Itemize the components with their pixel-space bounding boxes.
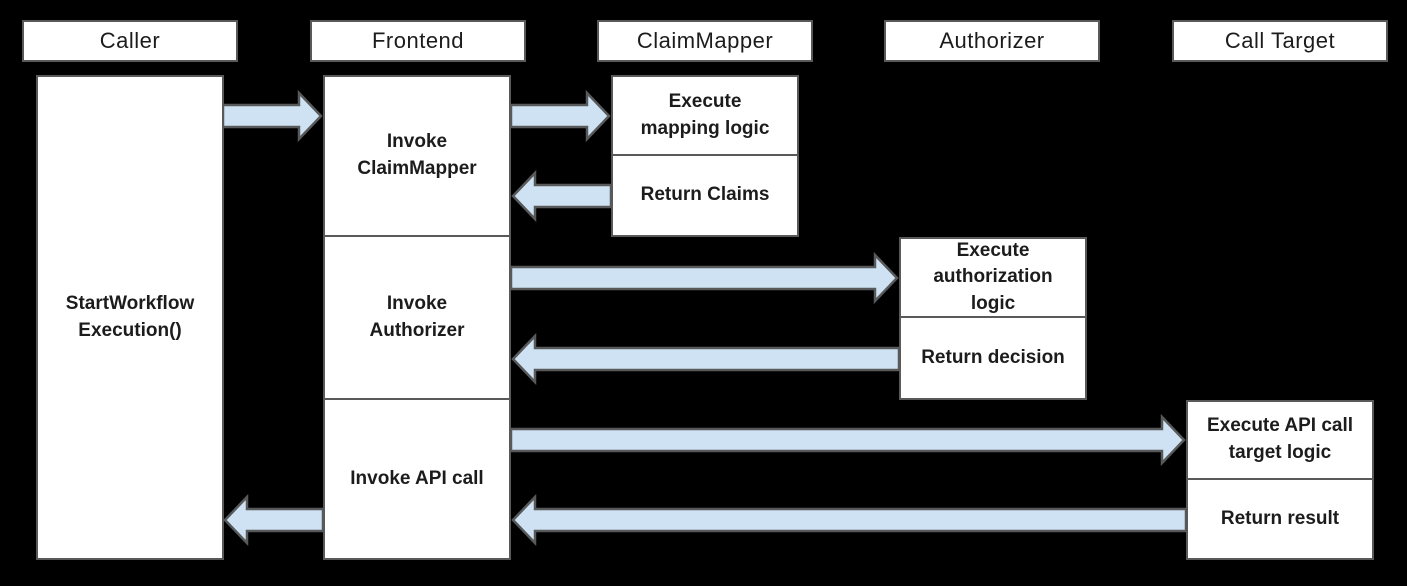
arrow-frontend-to-authorizer — [509, 251, 899, 305]
lane-header-calltarget-label: Call Target — [1224, 28, 1336, 53]
lane-header-caller: Caller — [22, 20, 238, 62]
step-authorizer-execute-authorization-logic: Execute authorization logic — [899, 237, 1087, 318]
activation-caller-startworkflowexecution: StartWorkflow Execution() — [36, 75, 224, 560]
lane-header-claimmapper: ClaimMapper — [597, 20, 813, 62]
step-calltarget-execute-label: Execute API call target logic — [1206, 415, 1354, 463]
step-frontend-invoke-authorizer-label: Invoke Authorizer — [369, 292, 465, 341]
step-claimmapper-execute-mapping-logic: Execute mapping logic — [611, 75, 799, 156]
arrow-frontend-return-to-caller — [223, 493, 325, 547]
step-authorizer-return-label: Return decision — [921, 346, 1065, 368]
lane-header-calltarget: Call Target — [1172, 20, 1388, 62]
step-calltarget-execute-api-call-target-logic: Execute API call target logic — [1186, 400, 1374, 480]
step-claimmapper-return-claims: Return Claims — [611, 154, 799, 237]
arrow-caller-to-frontend — [221, 89, 323, 143]
lane-header-frontend-label: Frontend — [371, 28, 465, 53]
lane-header-authorizer: Authorizer — [884, 20, 1100, 62]
step-authorizer-execute-label: Execute authorization logic — [933, 239, 1053, 314]
arrow-calltarget-return-to-frontend — [511, 493, 1188, 547]
lane-header-caller-label: Caller — [99, 28, 161, 53]
step-frontend-invoke-claimmapper-label: Invoke ClaimMapper — [357, 131, 477, 179]
activation-caller-label: StartWorkflow Execution() — [65, 292, 195, 341]
arrow-frontend-to-claimmapper — [509, 89, 611, 143]
step-frontend-invoke-api-call-label: Invoke API call — [350, 467, 484, 489]
lane-header-frontend: Frontend — [310, 20, 526, 62]
step-claimmapper-execute-label: Execute mapping logic — [640, 90, 770, 139]
arrow-frontend-to-calltarget — [509, 413, 1186, 467]
step-calltarget-return-label: Return result — [1220, 507, 1340, 529]
step-frontend-invoke-claimmapper: Invoke ClaimMapper — [323, 75, 511, 237]
lane-header-authorizer-label: Authorizer — [939, 28, 1045, 53]
step-frontend-invoke-authorizer: Invoke Authorizer — [323, 235, 511, 400]
arrow-claimmapper-return-to-frontend — [511, 169, 613, 223]
step-authorizer-return-decision: Return decision — [899, 316, 1087, 400]
arrow-authorizer-return-to-frontend — [511, 332, 901, 386]
step-frontend-invoke-api-call: Invoke API call — [323, 398, 511, 560]
lane-header-claimmapper-label: ClaimMapper — [636, 28, 774, 53]
step-claimmapper-return-label: Return Claims — [640, 184, 770, 206]
step-calltarget-return-result: Return result — [1186, 478, 1374, 560]
